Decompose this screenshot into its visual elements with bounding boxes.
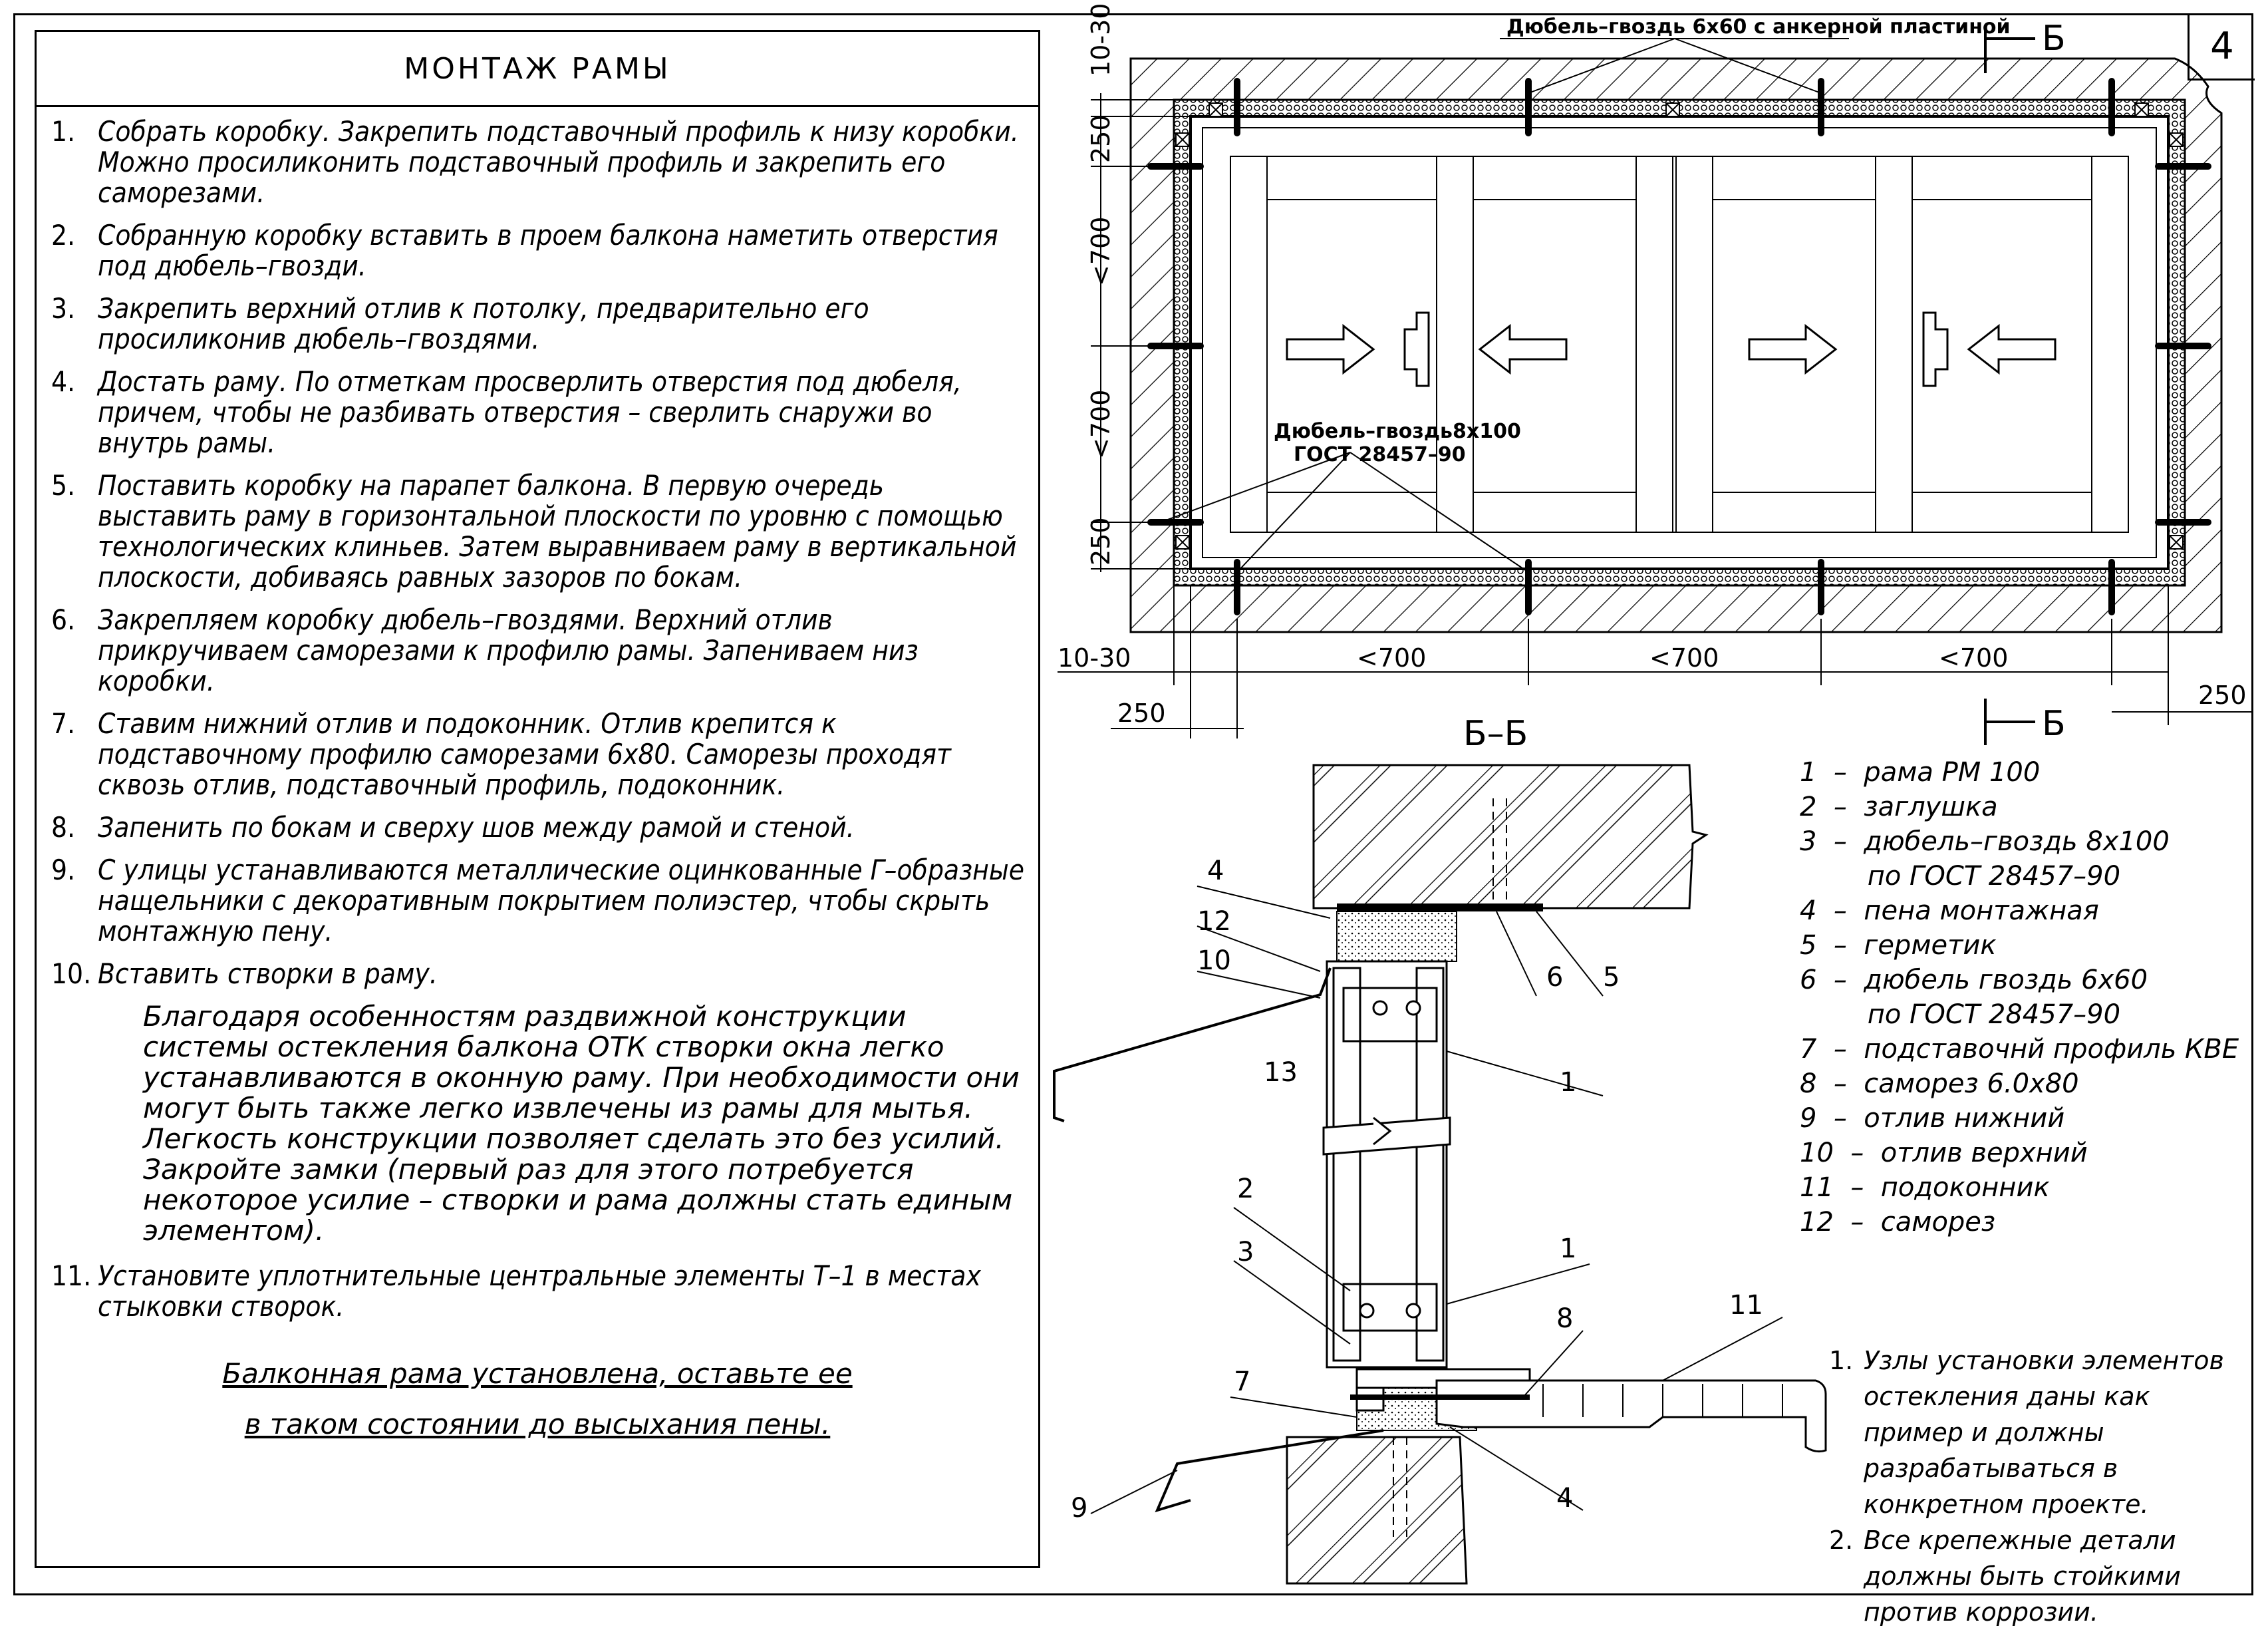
step-item: 6.Закрепляем коробку дюбель–гвоздями. Ве… xyxy=(51,603,919,697)
step-item: 4.Достать раму. По отметкам просверлить … xyxy=(51,365,962,459)
legend-item: 12 – саморез xyxy=(1800,1207,1996,1237)
sheet-number: 4 xyxy=(2188,13,2255,81)
final-note: Балконная рама установлена, оставьте ее … xyxy=(222,1357,853,1440)
notes: 1.Узлы установки элементов остекления да… xyxy=(1829,1343,2255,1630)
dim-250-top: 250 xyxy=(1086,114,1115,163)
dim-700-3: <700 xyxy=(1939,643,2008,673)
section-mark-top: Б xyxy=(2042,19,2066,59)
legend-item: 7 – подставочнй профиль КВЕ xyxy=(1800,1034,2239,1064)
callout-1-bottom: 1 xyxy=(1560,1233,1576,1264)
callout-3: 3 xyxy=(1237,1237,1254,1267)
drawing-sheet xyxy=(13,13,2253,1595)
dim-10-30-vertical: 10-30 xyxy=(1086,3,1115,77)
legend-item: 6 – дюбель гвоздь 6x60 xyxy=(1800,965,2148,995)
instructions-panel: МОНТАЖ РАМЫ 1.Собрать коробку. Закрепить… xyxy=(35,30,1040,1568)
dim-700-2: <700 xyxy=(1649,643,1719,673)
section-mark-bottom: Б xyxy=(2042,704,2066,744)
dim-250-left: 250 xyxy=(1117,699,1166,728)
step-item: 11.Установите уплотнительные центральные… xyxy=(51,1259,981,1323)
step10-note: Благодаря особенностям раздвижной констр… xyxy=(143,1000,1020,1247)
dowel-label-2: ГОСТ 28457–90 xyxy=(1294,443,1466,466)
steps-list-2: 11.Установите уплотнительные центральные… xyxy=(37,1261,1038,1322)
legend-item: 8 – саморез 6.0x80 xyxy=(1800,1068,2079,1099)
callout-10: 10 xyxy=(1197,945,1231,976)
step-item: 9.С улицы устанавливаются металлические … xyxy=(51,854,1024,947)
legend-item: 4 – пена монтажная xyxy=(1800,896,2099,926)
section-title: Б–Б xyxy=(1463,714,1528,754)
legend-item: 10 – отлив верхний xyxy=(1800,1138,2088,1168)
callout-4-bottom: 4 xyxy=(1556,1483,1573,1514)
step-item: 1.Собрать коробку. Закрепить подставочны… xyxy=(51,115,1019,209)
dim-10-30-horizontal: 10-30 xyxy=(1058,643,1131,673)
dim-700-1: <700 xyxy=(1357,643,1426,673)
steps-list: 1.Собрать коробку. Закрепить подставочны… xyxy=(37,107,1038,989)
step-item: 2.Собранную коробку вставить в проем бал… xyxy=(51,219,998,282)
legend-item: 2 – заглушка xyxy=(1800,792,1998,822)
legend: 1 – рама РМ 100 2 – заглушка 3 – дюбель–… xyxy=(1800,755,2239,1239)
legend-item: 11 – подоконник xyxy=(1800,1172,2050,1203)
section-view: Б–Б xyxy=(1053,714,1827,1585)
callout-11: 11 xyxy=(1729,1290,1763,1321)
step-item: 5.Поставить коробку на парапет балкона. … xyxy=(51,469,1017,593)
callout-12: 12 xyxy=(1197,906,1231,937)
callout-9: 9 xyxy=(1071,1493,1087,1524)
step-item: 3.Закрепить верхний отлив к потолку, пре… xyxy=(51,292,869,355)
legend-item: 1 – рама РМ 100 xyxy=(1800,757,2041,788)
legend-item: 9 – отлив нижний xyxy=(1800,1103,2065,1134)
plan-view: Дюбель–гвоздь 6x60 с анкерной пластиной … xyxy=(1058,3,2251,745)
dim-700-top: <700 xyxy=(1086,217,1115,286)
callout-6: 6 xyxy=(1546,962,1563,993)
legend-item: 5 – герметик xyxy=(1800,930,1997,961)
dowel-label-1: Дюбель–гвоздь8x100 xyxy=(1274,420,1521,443)
dim-250-right: 250 xyxy=(2198,681,2247,710)
callout-2: 2 xyxy=(1237,1174,1254,1204)
step-item: 10.Вставить створки в раму. xyxy=(51,957,438,990)
panel-title: МОНТАЖ РАМЫ xyxy=(37,32,1038,107)
step-item: 8.Запенить по бокам и сверху шов между р… xyxy=(51,811,855,844)
anchor-label: Дюбель–гвоздь 6x60 с анкерной пластиной xyxy=(1506,15,2011,39)
callout-1-top: 1 xyxy=(1560,1067,1576,1098)
step-item: 7.Ставим нижний отлив и подоконник. Отли… xyxy=(51,707,951,801)
callout-7: 7 xyxy=(1234,1367,1250,1397)
callout-5: 5 xyxy=(1603,962,1620,993)
dim-250-bottom: 250 xyxy=(1086,517,1115,566)
callout-13: 13 xyxy=(1264,1057,1298,1088)
legend-item: 3 – дюбель–гвоздь 8x100 xyxy=(1800,826,2170,857)
legend-item: по ГОСТ 28457–90 xyxy=(1800,861,2121,892)
callout-8: 8 xyxy=(1556,1303,1573,1334)
callout-4-top: 4 xyxy=(1207,856,1224,886)
dim-700-mid: <700 xyxy=(1086,390,1115,459)
note-item: 1.Узлы установки элементов остекления да… xyxy=(1829,1346,2224,1519)
note-item: 2.Все крепежные детали должны быть стойк… xyxy=(1829,1526,2182,1627)
legend-item: по ГОСТ 28457–90 xyxy=(1800,999,2121,1030)
